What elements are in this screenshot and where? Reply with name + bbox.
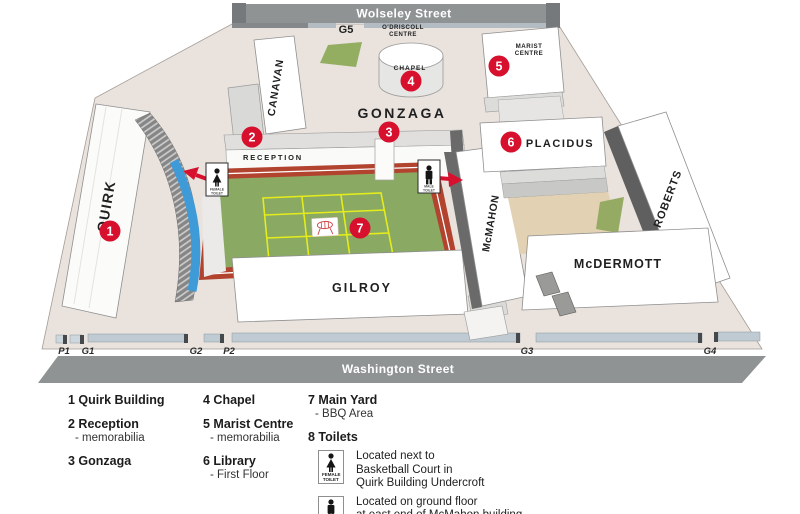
male-toilet-legend-icon: MALE TOILET xyxy=(318,495,344,514)
reception-label: RECEPTION xyxy=(243,153,303,162)
male-toilet-sign-label2: TOILET xyxy=(423,189,436,193)
legend-column-1: 1 Quirk Building 2 Reception - memorabil… xyxy=(68,393,165,469)
placidus-label: PLACIDUS xyxy=(526,138,594,150)
marker-7: 7 xyxy=(349,217,371,239)
marker-1: 1 xyxy=(99,220,121,242)
odriscoll-centre-label: O'DRISCOLL xyxy=(382,25,424,31)
marker-5: 5 xyxy=(488,55,510,77)
lawn-roberts xyxy=(596,197,624,233)
gate-g4-label: G4 xyxy=(704,346,717,357)
fence-posts xyxy=(63,332,718,344)
female-toilet-legend-icon: FEMALE TOILET xyxy=(318,450,344,484)
legend-item-main-yard: 7 Main Yard xyxy=(308,393,378,407)
male-toilet-icon xyxy=(425,165,433,185)
gilroy-label: GILROY xyxy=(332,281,392,295)
wolseley-street-label: Wolseley Street xyxy=(356,7,451,21)
legend-item-marist: 5 Marist Centre xyxy=(203,417,294,431)
marker-4: 4 xyxy=(400,70,422,92)
legend-column-2: 4 Chapel 5 Marist Centre - memorabilia 6… xyxy=(203,393,293,482)
legend-male-toilet-row: MALE TOILET Located on ground floor at e… xyxy=(318,495,522,514)
passage xyxy=(374,138,395,181)
legend-column-3: 7 Main Yard - BBQ Area 8 Toilets FEMALE … xyxy=(308,393,522,514)
side-walkway xyxy=(202,194,226,277)
building-mcmahon: McMAHON xyxy=(444,145,529,341)
male-figure-icon xyxy=(327,498,335,514)
svg-text:7: 7 xyxy=(357,221,364,235)
legend-item-library: 6 Library xyxy=(203,454,256,468)
wolseley-street: Wolseley Street xyxy=(232,3,560,28)
gate-g3-label: G3 xyxy=(521,346,534,357)
svg-text:2: 2 xyxy=(249,130,256,144)
gate-g2-label: G2 xyxy=(190,346,203,357)
svg-text:6: 6 xyxy=(508,135,515,149)
male-toilet-arrow xyxy=(448,172,463,187)
legend-sub-memorabilia: - memorabilia xyxy=(75,432,145,444)
female-icon-label2: TOILET xyxy=(323,477,339,483)
male-toilet-description: Located on ground floor at east end of M… xyxy=(356,495,522,514)
male-toilet-sign-label: MALE xyxy=(424,185,434,189)
legend-item-toilets: 8 Toilets xyxy=(308,430,358,444)
female-toilet-icon xyxy=(212,168,222,187)
female-toilet-description: Located next to Basketball Court in Quir… xyxy=(356,450,485,489)
svg-text:1: 1 xyxy=(107,224,114,238)
marker-3: 3 xyxy=(378,121,400,143)
male-toilet-sign: MALE TOILET xyxy=(417,159,463,194)
quirk-undercroft-roof xyxy=(134,112,199,303)
legend-item-chapel: 4 Chapel xyxy=(203,393,256,407)
legend-sub-memorabilia-2: - memorabilia xyxy=(210,432,280,444)
building-placidus: PLACIDUS xyxy=(479,116,609,199)
gate-p2-label: P2 xyxy=(223,346,235,357)
mcdermott-label: McDERMOTT xyxy=(574,257,662,271)
gonzaga-label: GONZAGA xyxy=(357,105,446,121)
marist-centre-label2: CENTRE xyxy=(515,50,543,57)
gate-p1-label: P1 xyxy=(58,346,70,357)
legend-item-gonzaga: 3 Gonzaga xyxy=(68,454,132,468)
female-toilet-sign: FEMALE TOILET xyxy=(183,162,229,197)
fence xyxy=(55,331,761,344)
female-figure-icon xyxy=(326,453,336,472)
svg-text:3: 3 xyxy=(386,125,393,139)
svg-text:5: 5 xyxy=(496,59,503,73)
gate-g1-label: G1 xyxy=(82,346,95,357)
markers: 1 2 3 4 5 6 7 xyxy=(99,55,522,242)
legend-item-quirk: 1 Quirk Building xyxy=(68,393,165,407)
marker-6: 6 xyxy=(500,131,522,153)
lawn-g5 xyxy=(320,42,362,67)
chapel-label: CHAPEL xyxy=(394,65,427,72)
legend: 1 Quirk Building 2 Reception - memorabil… xyxy=(0,388,800,514)
odriscoll-centre-label2: CENTRE xyxy=(389,32,417,38)
gate-g5-label: G5 xyxy=(339,24,354,36)
building-mcdermott: McDERMOTT xyxy=(521,227,719,317)
building-quirk: QUIRK xyxy=(61,103,201,319)
main-yard xyxy=(199,138,459,280)
legend-sub-first-floor: - First Floor xyxy=(210,469,269,481)
legend-female-toilet-row: FEMALE TOILET Located next to Basketball… xyxy=(318,450,522,491)
campus-map: Wolseley Street Washington Street P1 G1 … xyxy=(38,3,766,383)
bbq-icon xyxy=(311,217,339,237)
washington-street: Washington Street xyxy=(38,356,766,383)
female-icon-label: FEMALE xyxy=(321,472,341,478)
marist-centre-label: MARIST xyxy=(516,43,543,50)
legend-item-reception: 2 Reception xyxy=(68,417,139,431)
svg-text:4: 4 xyxy=(408,74,415,88)
quirk-canopy-blue xyxy=(169,159,201,292)
female-toilet-arrow xyxy=(183,167,199,180)
legend-sub-bbq-area: - BBQ Area xyxy=(315,408,374,420)
female-toilet-sign-label: FEMALE xyxy=(210,188,225,192)
female-toilet-sign-label2: TOILET xyxy=(211,192,224,196)
marker-2: 2 xyxy=(241,126,263,148)
washington-street-label: Washington Street xyxy=(342,362,454,376)
